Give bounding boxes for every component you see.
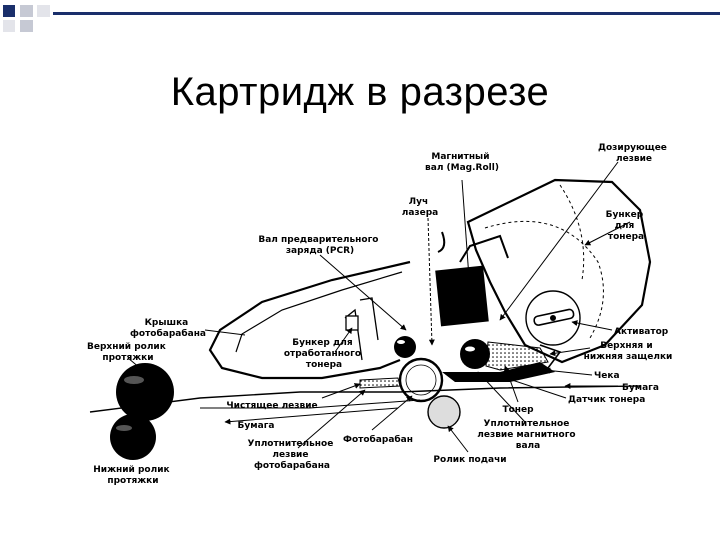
deco-accent-bar [53,12,720,15]
laser-hook [437,231,446,253]
leader-drum-seal [297,389,366,449]
paper-path-lower [200,399,421,409]
drum-roller-inner [405,364,437,396]
pcr-roller-highlight [397,340,405,344]
toner-hopper-dashed-curve-2 [559,184,585,281]
leader-latches [549,347,591,357]
magroll-housing [435,265,489,327]
deco-square-dark-1 [3,5,15,17]
lower-housing [442,362,555,382]
waste-hopper-box [345,315,359,331]
leader-toner [504,365,519,403]
label-pin: Чека [594,371,620,381]
wiper-blade-shape [359,377,401,389]
leader-upper-roller [127,357,141,369]
pcr-roller [394,336,416,358]
activator-circle [525,290,581,346]
deco-square-light-1 [20,5,33,17]
leader-drum-cover [204,329,246,336]
waste-hopper-lines [344,297,379,361]
label-toner-sensor: Датчик тонера [568,395,645,405]
toner-hopper-dashed-curve-1 [484,221,604,339]
leader-laser [427,217,435,346]
label-wiper-blade: Чистящее лезвие [226,401,317,411]
leader-paper-left [224,407,399,425]
deco-square-light-2 [37,5,50,17]
label-drum-seal: Уплотнительное лезвие фотобарабана [248,439,337,471]
leader-magroll [461,179,473,293]
feed-roller [427,395,461,429]
leader-activator [571,320,613,331]
label-magroll: Магнитный вал (Mag.Roll) [425,152,499,173]
deco-square-light-3 [20,20,33,32]
upper-transfer-roller [116,363,174,421]
leader-toner-hopper [584,221,631,246]
decorative-squares [3,5,720,32]
toner-hopper-body [466,178,652,364]
slide-title: Картридж в разрезе [170,70,550,114]
label-drum: Фотобарабан [343,434,413,445]
label-toner-hopper: Бункер для тонера [606,210,647,242]
label-lower-roller: Нижний ролик протяжки [93,465,173,486]
lower-transfer-roller-highlight [116,425,132,431]
leader-pcr [319,254,407,331]
lower-transfer-roller [110,414,156,460]
label-activator: Активатор [614,327,669,337]
label-pcr: Вал предварительного заряда (PCR) [258,235,381,256]
drum-cover-inner [235,271,403,353]
label-laser: Луч лазера [402,197,439,218]
drum-cover-outline [208,260,411,380]
label-upper-roller: Верхний ролик протяжки [87,342,169,363]
magnetic-roller [460,339,490,369]
label-feed-roller: Ролик подачи [433,455,506,465]
label-latches: Верхняя и нижняя защелки [584,341,673,362]
upper-transfer-roller-highlight [124,376,144,384]
leader-waste-hopper [334,327,353,353]
leader-magroll-seal [477,371,526,423]
magroll-arm [459,234,509,263]
label-paper-right: Бумага [622,383,659,393]
label-magroll-seal: Уплотнительное лезвие магнитного вала [477,419,578,451]
label-drum-cover: Крышка фотобарабана [130,318,206,339]
leader-feed-roller [447,425,469,453]
leader-doctor-blade [499,161,619,321]
leader-pin [544,367,593,376]
paper-path-upper [89,385,641,413]
label-paper-left: Бумага [238,421,275,431]
leader-wiper [321,383,361,399]
deco-square-dark-2 [3,20,15,32]
magnetic-roller-highlight [465,346,475,352]
label-toner: Тонер [502,405,534,415]
leader-drum [371,395,413,431]
activator-hub [550,315,556,321]
leader-toner-sensor [499,374,567,399]
label-waste-hopper: Бункер для отработанного тонера [284,338,364,370]
label-doctor-blade: Дозирующее лезвие [598,143,670,164]
